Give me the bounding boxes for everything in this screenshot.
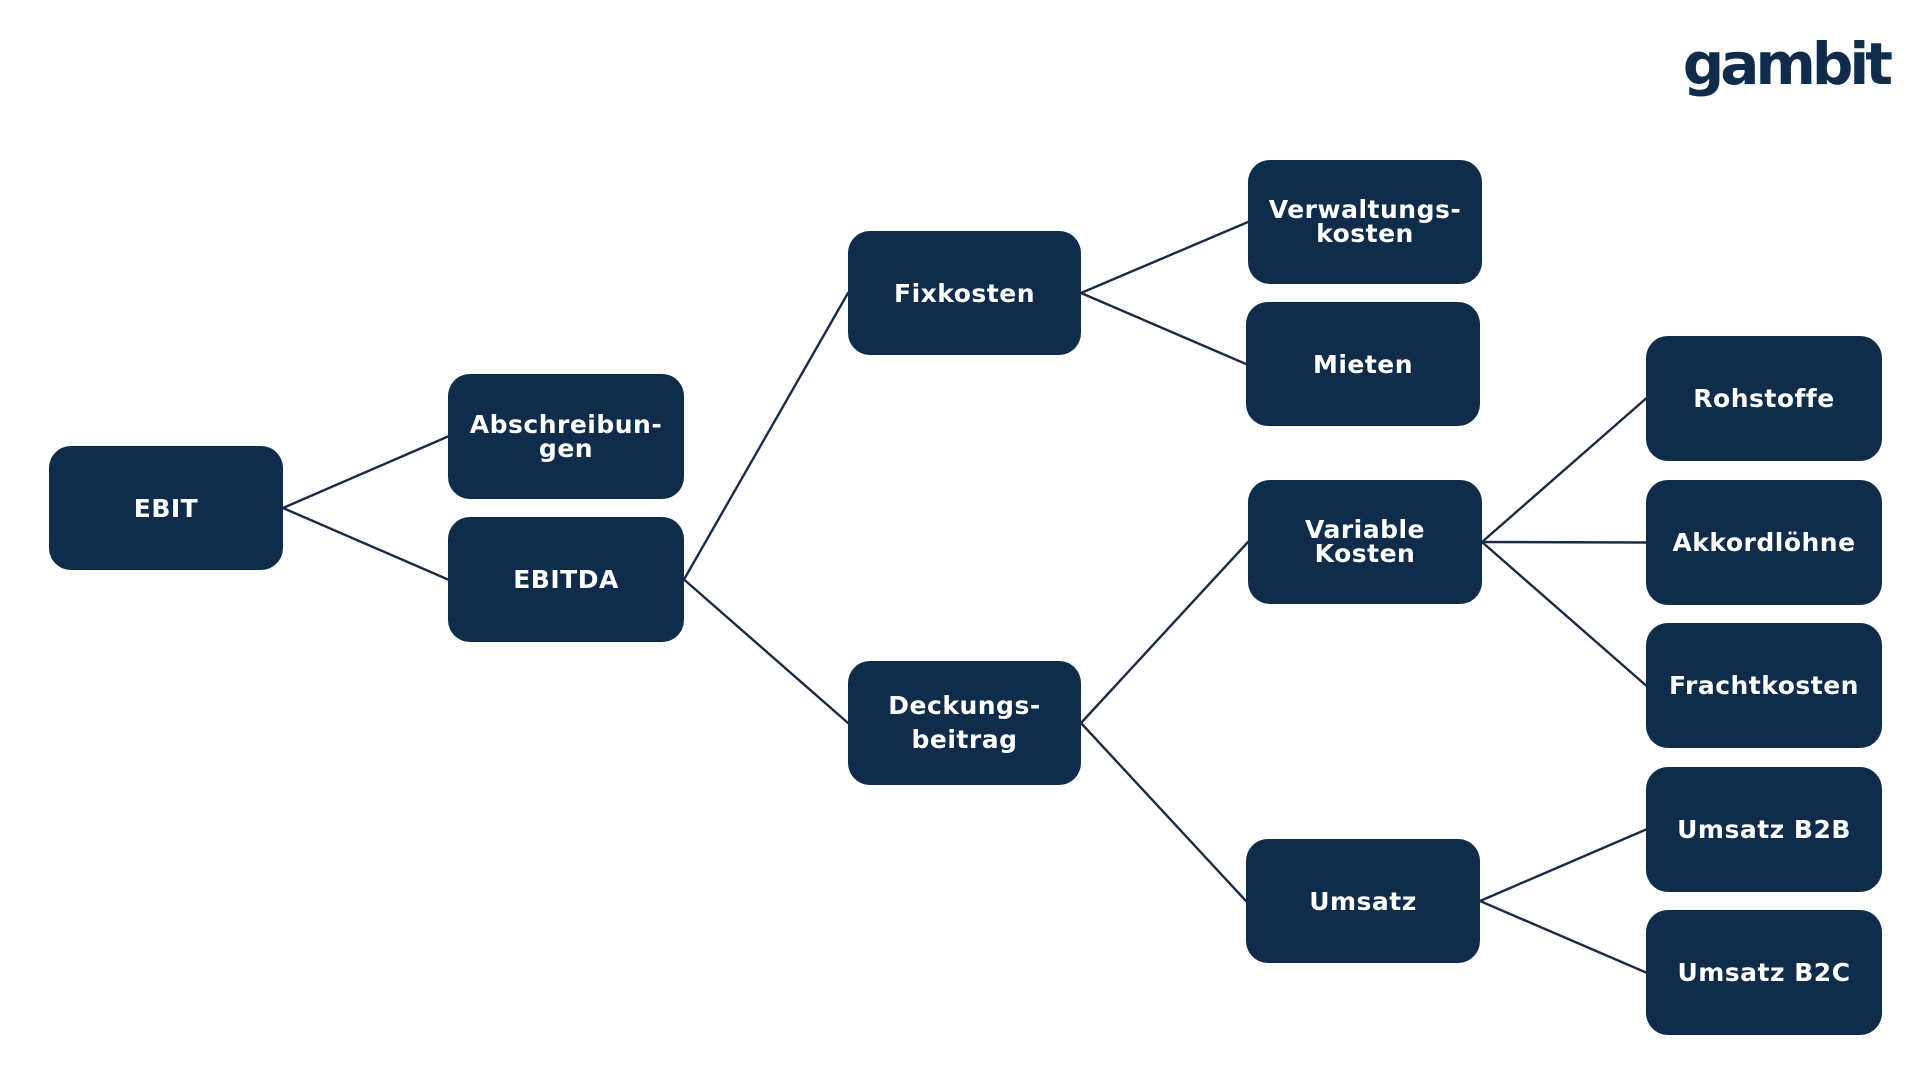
connector-umsatz-umsatz_b2b — [1478, 828, 1648, 903]
node-verwaltungskosten: Verwaltungs- kosten — [1248, 160, 1482, 284]
node-ebitda: EBITDA — [448, 517, 684, 642]
connector-variable_kosten-frachtkosten — [1480, 540, 1648, 687]
connector-umsatz-umsatz_b2c — [1478, 899, 1648, 974]
connector-deckungsbeitrag-umsatz — [1079, 721, 1248, 903]
connector-variable_kosten-rohstoffe — [1480, 397, 1648, 544]
connector-variable_kosten-akkordloehne — [1480, 540, 1648, 544]
node-abschreibungen: Abschreibun- gen — [448, 374, 684, 499]
connector-ebitda-deckungsbeitrag — [682, 578, 850, 725]
node-umsatz: Umsatz — [1246, 839, 1480, 963]
connector-fixkosten-mieten — [1079, 291, 1248, 366]
gambit-logo: gambit — [1682, 30, 1893, 98]
connector-ebitda-fixkosten — [682, 291, 850, 581]
node-fixkosten: Fixkosten — [848, 231, 1081, 355]
node-umsatz-b2c: Umsatz B2C — [1646, 910, 1882, 1035]
node-mieten: Mieten — [1246, 302, 1480, 426]
node-deckungsbeitrag: Deckungs- beitrag — [848, 661, 1081, 785]
node-akkordloehne: Akkordlöhne — [1646, 480, 1882, 605]
connector-ebit-abschreibungen — [281, 435, 450, 510]
node-ebit: EBIT — [49, 446, 283, 570]
node-variable-kosten: Variable Kosten — [1248, 480, 1482, 604]
node-rohstoffe: Rohstoffe — [1646, 336, 1882, 461]
connector-deckungsbeitrag-variable_kosten — [1079, 540, 1250, 725]
connector-fixkosten-verwaltungskosten — [1079, 220, 1250, 295]
connector-ebit-ebitda — [281, 506, 450, 581]
node-frachtkosten: Frachtkosten — [1646, 623, 1882, 748]
node-umsatz-b2b: Umsatz B2B — [1646, 767, 1882, 892]
